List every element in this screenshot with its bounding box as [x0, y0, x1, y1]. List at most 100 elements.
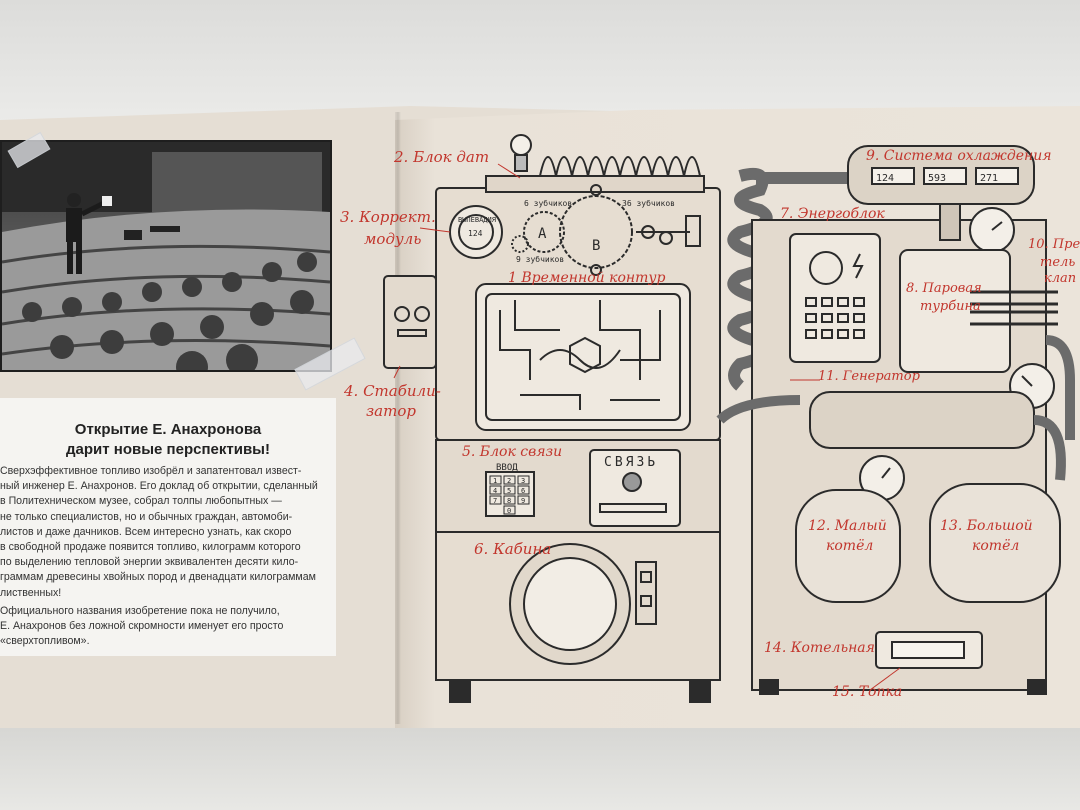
label-cooling-system: 9. Система охлаждения: [866, 148, 1052, 164]
cooling-counter-1: 124: [876, 173, 894, 184]
keypad-key-label: 8: [507, 497, 511, 505]
keypad-key: [503, 505, 516, 515]
label-generator: 11. Генератор: [818, 369, 921, 384]
machine-foot: [759, 679, 779, 695]
article-box: Открытие Е. Анахронова дарит новые персп…: [0, 398, 336, 656]
cabin-switch: [640, 571, 652, 583]
article-title-line2: дарит новые перспективы!: [66, 441, 270, 458]
label-small-boiler-2: котёл: [826, 538, 873, 554]
counter-display: [923, 167, 967, 185]
label-date-block: 2. Блок дат: [393, 148, 489, 166]
machine-foot: [689, 679, 711, 703]
label-big-boiler-2: котёл: [972, 538, 1019, 554]
keypad-key: [503, 475, 516, 485]
bulb-base: [514, 154, 528, 172]
label-safety-valve-2: тель: [1040, 255, 1075, 270]
label-safety-valve-1: 10. Предо: [1028, 237, 1080, 252]
label-safety-valve-3: клап: [1044, 271, 1076, 286]
comms-word: СВЯЗЬ: [604, 455, 658, 470]
article-paragraph-2: Официального названия изобретение пока н…: [0, 605, 284, 648]
generator-pipe: [716, 395, 801, 424]
leader-lines: [393, 163, 901, 691]
crystal-icon: [569, 336, 601, 374]
keypad-key-label: 6: [521, 487, 525, 495]
lecturer-figure: [66, 193, 112, 274]
contour-marker: [590, 264, 602, 276]
keypad-key-label: 0: [507, 507, 511, 515]
turbine-pipes: [970, 290, 1058, 326]
date-block: [485, 175, 705, 193]
keypad-key-label: 7: [493, 497, 497, 505]
keypad-key: [517, 495, 530, 505]
gear-b-letter: В: [592, 238, 600, 254]
label-stabilizer-2: затор: [366, 402, 416, 420]
cooling-pipe: [939, 203, 961, 241]
coil-spring: [539, 156, 701, 177]
counter-display: [871, 167, 915, 185]
keypad-key-label: 9: [521, 497, 525, 505]
keypad-key-label: 3: [521, 477, 525, 485]
stabilizer: [383, 275, 437, 369]
audience: [22, 252, 317, 370]
label-steam-turbine-1: 8. Паровая: [906, 281, 982, 296]
contour-screen: [475, 283, 691, 431]
correction-dial-inner: [458, 214, 494, 250]
gear-small-teeth: 9 зубчиков: [516, 254, 564, 264]
cooling-counter-3: 271: [980, 173, 998, 184]
desk-background-bottom: [0, 725, 1080, 810]
label-small-boiler-1: 12. Малый: [808, 518, 887, 534]
keypad-key-label: 2: [507, 477, 511, 485]
small-boiler: [795, 489, 901, 603]
machine-foot: [449, 679, 471, 703]
keypad-key: [517, 475, 530, 485]
keypad-key: [489, 495, 502, 505]
comms-slot: [599, 503, 667, 513]
keypad-key-label: 1: [493, 477, 497, 485]
page-fold: [395, 112, 401, 724]
keypad-key: [503, 485, 516, 495]
energy-dial: [809, 251, 843, 285]
big-boiler: [929, 483, 1061, 603]
article-paragraph-1: Сверхэффективное топливо изобрёл и запат…: [0, 465, 318, 599]
label-big-boiler-1: 13. Большой: [940, 518, 1033, 534]
label-steam-turbine-2: турбина: [920, 299, 981, 314]
machine-foot: [1027, 679, 1047, 695]
article-title-line1: Открытие Е. Анахронова: [74, 421, 262, 438]
dial-word: ВЫПЕВАДИЯ: [458, 216, 496, 224]
keypad-input-label: ВВОД: [496, 463, 518, 473]
gauge-needle: [991, 221, 1003, 231]
stabilizer-slot: [397, 329, 427, 337]
dial-number: 124: [468, 229, 483, 238]
furnace-grate: [891, 641, 965, 659]
gauge-needle: [1021, 375, 1033, 387]
keypad-key: [489, 485, 502, 495]
energy-buttons: [805, 297, 865, 339]
gear-a-teeth: 6 зубчиков: [524, 198, 572, 208]
label-boiler-room: 14. Котельная: [764, 640, 875, 656]
generator-pipe: [1033, 415, 1066, 481]
gear-a-letter: А: [538, 226, 547, 242]
label-cabin: 6. Кабина: [474, 540, 551, 558]
linkage-joint: [641, 225, 655, 239]
label-stabilizer-1: 4. Стабили-: [343, 382, 441, 400]
contour-marker: [590, 184, 602, 196]
label-correction-module-2: модуль: [364, 230, 421, 248]
label-correction-module-1: 3. Коррект.: [340, 208, 436, 226]
keypad-key: [503, 495, 516, 505]
linkage-joint: [659, 231, 673, 245]
label-time-contour: 1 Временной контур: [508, 270, 666, 286]
light-bulb-icon: [510, 134, 532, 156]
gauge-needle: [881, 467, 891, 479]
stabilizer-knob: [394, 306, 410, 322]
cooling-counter-2: 593: [928, 173, 946, 184]
label-comms-block: 5. Блок связи: [462, 444, 562, 460]
chair: [124, 230, 142, 240]
linkage-lever: [685, 215, 701, 247]
contour-screen-inner: [485, 293, 681, 421]
lightning-icon: [852, 253, 864, 279]
keypad-key-label: 5: [507, 487, 511, 495]
gear-b-teeth: 36 зубчиков: [622, 198, 675, 208]
keypad-key: [489, 475, 502, 485]
